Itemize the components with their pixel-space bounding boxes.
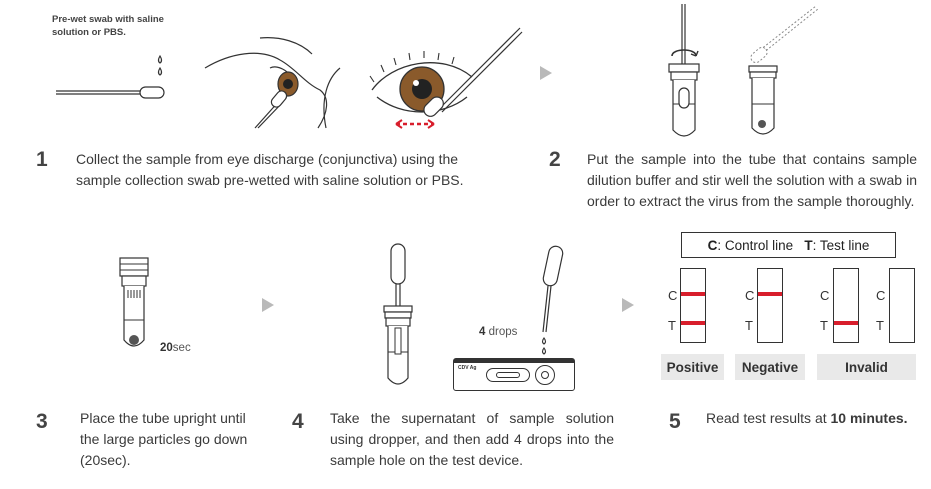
- positive-cassette: [680, 268, 706, 343]
- result-window: [486, 368, 530, 382]
- prewet-note: Pre-wet swab with saline solution or PBS…: [52, 14, 164, 38]
- positive-label: Positive: [661, 354, 724, 380]
- negative-cassette: [757, 268, 783, 343]
- next-step-arrow-icon: [622, 298, 634, 312]
- stir-rotation-icon: [671, 49, 697, 57]
- next-step-arrow-icon: [540, 66, 552, 80]
- step-number-5: 5: [669, 410, 681, 433]
- step-number-2: 2: [549, 148, 561, 171]
- step-number-4: 4: [292, 410, 304, 433]
- c-label: C: [668, 288, 678, 303]
- next-step-arrow-icon: [262, 298, 274, 312]
- step-4-text: Take the supernatant of sample solution …: [330, 410, 614, 468]
- prewet-swab-illustration: [56, 54, 165, 99]
- tube-upright-illustration: [119, 257, 149, 347]
- tube-swab-removed-illustration: [748, 5, 819, 135]
- drop-count: 4 drops: [479, 326, 518, 338]
- t-label: T: [876, 318, 884, 333]
- saline-drop-icon: [157, 66, 163, 76]
- test-device: CDV Ag: [453, 358, 575, 391]
- test-line: [834, 321, 858, 325]
- saline-drop-icon: [157, 54, 163, 64]
- step-number-3: 3: [36, 410, 48, 433]
- particles-icon: [129, 335, 139, 345]
- tube-stir-illustration: [668, 4, 700, 137]
- drop-icon: [541, 337, 547, 345]
- step-2-text: Put the sample into the tube that contai…: [587, 151, 917, 209]
- eye-swab-illustration: [204, 37, 341, 129]
- drop-icon: [541, 347, 547, 355]
- c-label: C: [820, 288, 830, 303]
- test-line: [681, 321, 705, 325]
- swab-tip-icon: [270, 90, 288, 108]
- control-line: [758, 292, 782, 296]
- eye-closeup-illustration: [369, 27, 523, 129]
- t-label: T: [668, 318, 676, 333]
- swab-tip-icon: [139, 86, 165, 99]
- invalid-cassette-1: [833, 268, 859, 343]
- negative-label: Negative: [735, 354, 805, 380]
- invalid-cassette-2: [889, 268, 915, 343]
- t-label: T: [820, 318, 828, 333]
- swab-tip-icon: [423, 96, 444, 117]
- invalid-label: Invalid: [817, 354, 916, 380]
- step-3-text: Place the tube upright until the large p…: [80, 410, 248, 468]
- particles-icon: [758, 120, 766, 128]
- step-number-1: 1: [36, 148, 48, 171]
- line-legend: C : Control line T : Test line: [681, 232, 896, 258]
- sample-hole-icon: [535, 365, 555, 385]
- device-label: CDV Ag: [458, 365, 477, 371]
- control-line: [681, 292, 705, 296]
- step-1-text: Collect the sample from eye discharge (c…: [76, 151, 464, 188]
- c-label: C: [745, 288, 755, 303]
- step-5-text: Read test results at 10 minutes.: [706, 410, 908, 426]
- c-label: C: [876, 288, 886, 303]
- settle-timer: 20sec: [160, 342, 191, 354]
- t-label: T: [745, 318, 753, 333]
- tube-dropper-illustration: [383, 243, 413, 385]
- dropper-illustration: [541, 245, 564, 355]
